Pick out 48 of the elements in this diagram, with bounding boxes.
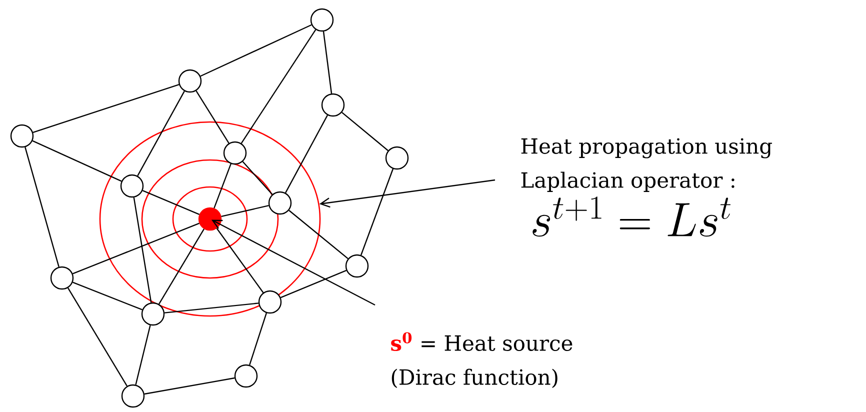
graph-edge [67,288,128,386]
graph-vertex [234,364,258,388]
graph-vertex [121,384,145,408]
caption-text: s$^{0}$ = Heat source (Dirac function) [391,332,572,388]
graph-edge [144,377,235,395]
graph-edge [360,168,394,256]
leader-arrow [319,179,496,208]
graph-vertex [258,290,282,314]
graph-vertex [178,69,202,93]
graph-vertex [321,93,345,117]
graph-edge [32,140,122,182]
graph-vertex [268,191,292,215]
graph-vertex [385,146,409,170]
graph-edge [200,24,312,77]
graph-edge [221,205,269,217]
graph-vertex [223,141,247,165]
graph-edge [72,222,200,274]
formula: $s^{t+1} = Ls^t$ [532,196,730,237]
graph-edge [196,90,230,144]
leader-arrow [211,220,376,306]
graph-edge [135,325,151,385]
graph-vertex [141,302,165,326]
graph-vertex [345,254,369,278]
graph-edge [137,90,185,176]
graph-vertex [50,266,74,290]
graph-edge [249,312,267,366]
graph-edge [72,282,142,310]
heat-rings [99,121,321,317]
graph-edge [280,270,347,298]
graph-edge [24,147,60,267]
graph-edge [216,228,264,293]
caption-text: Heat propagation using Laplacian operator : [521,138,772,192]
graph-edge [214,164,232,208]
graph-edge [288,210,348,260]
graph-edge [240,29,316,144]
heat-source-dot [198,207,222,231]
graph-edge [32,84,180,133]
graph-edge [133,197,152,303]
graph-vertex [310,8,334,32]
graph-edge [142,190,200,216]
graph-vertex [10,124,34,148]
graph-vertex [120,174,144,198]
graph-edge [322,31,332,94]
graph-edge [285,114,328,194]
graph-edge [158,228,205,304]
graph-edge [164,302,259,314]
graph-edge [342,112,388,152]
graph-edge [242,161,273,195]
